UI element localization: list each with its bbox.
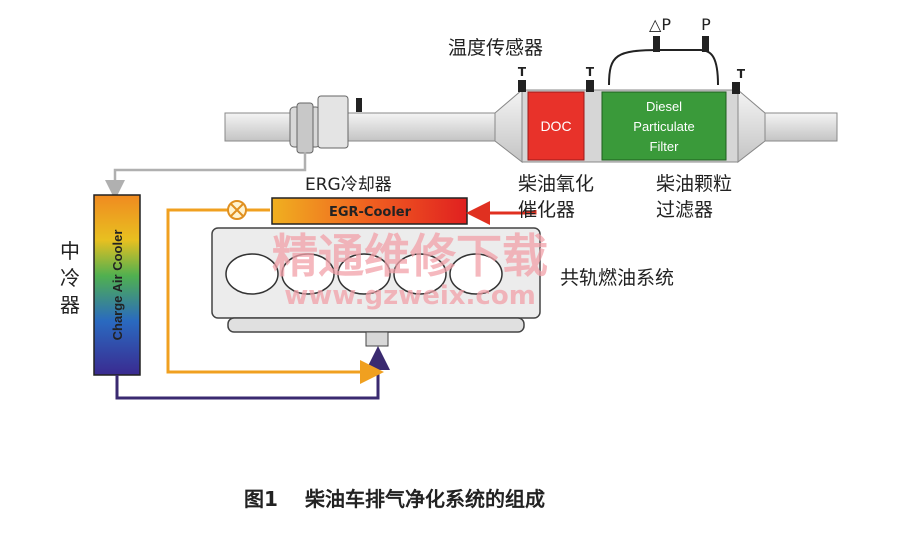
erg-cooler-label: ERG冷却器 <box>305 175 392 195</box>
doc-cn-line1: 柴油氧化 <box>518 173 594 195</box>
watermark-line2: www.gzweix.com <box>284 281 536 311</box>
temperature-sensors: T T T <box>518 65 746 94</box>
pressure-sensors: △P P <box>608 15 719 86</box>
figure-caption: 柴油车排气净化系统的组成 <box>304 487 545 511</box>
dpf-box-line3: Filter <box>650 139 680 154</box>
doc-box-label: DOC <box>540 118 571 134</box>
temperature-sensor-label: 温度传感器 <box>448 37 543 59</box>
intercooler-char-2: 冷 <box>60 266 80 290</box>
egr-valve-icon <box>227 200 247 220</box>
cooled-air-line <box>115 346 390 400</box>
egr-cooler: EGR-Cooler <box>271 197 468 225</box>
charge-air-cooler: Charge Air Cooler <box>93 194 141 376</box>
intake-air-arrow <box>105 152 307 200</box>
exhaust-to-egr-arrow <box>466 201 537 225</box>
egr-cooler-box-label: EGR-Cooler <box>329 205 412 220</box>
egr-flow-line <box>166 208 384 384</box>
turbocharger <box>289 95 362 154</box>
charge-air-cooler-label: Charge Air Cooler <box>110 230 125 341</box>
common-rail-label: 共轨燃油系统 <box>560 267 674 289</box>
watermark-line1: 精通维修下载 <box>272 229 548 283</box>
dpf-box-line2: Particulate <box>633 119 694 134</box>
engine-block <box>211 227 541 347</box>
dpf-box: Diesel Particulate Filter <box>601 91 727 161</box>
sensor-t-1: T <box>518 65 527 79</box>
sensor-t-2: T <box>586 65 595 79</box>
delta-p-label: △P <box>649 15 671 34</box>
dpf-cn-line2: 过滤器 <box>656 199 713 221</box>
dpf-cn-line1: 柴油颗粒 <box>656 173 732 195</box>
doc-box: DOC <box>527 91 585 161</box>
p-label: P <box>701 15 711 34</box>
doc-cn-line2: 催化器 <box>518 199 575 221</box>
dpf-box-line1: Diesel <box>646 99 682 114</box>
intercooler-char-3: 器 <box>60 293 80 317</box>
sensor-t-3: T <box>737 67 746 81</box>
intercooler-char-1: 中 <box>60 239 80 263</box>
figure-number: 图1 <box>244 487 278 511</box>
